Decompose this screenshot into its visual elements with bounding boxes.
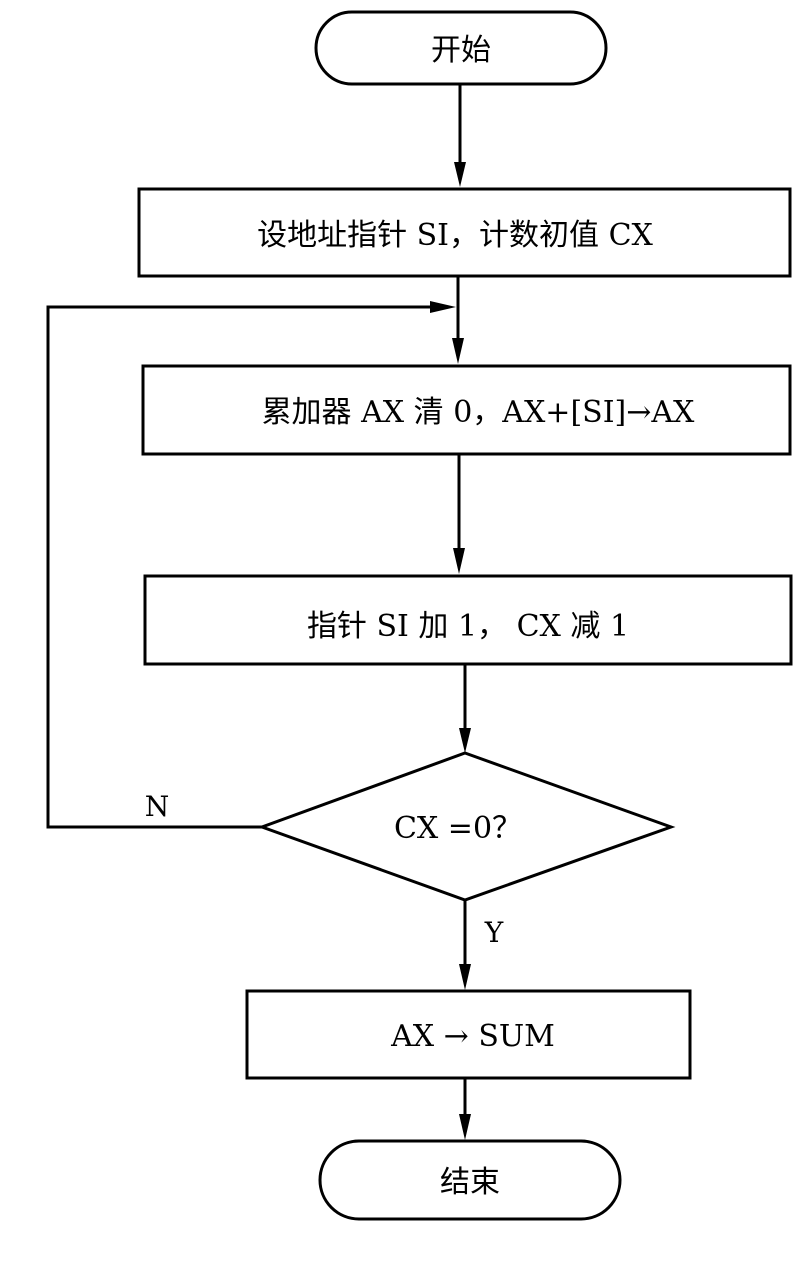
- arrowhead-down-icon: [459, 728, 471, 753]
- edge-accumulate-step: [453, 454, 465, 574]
- edge-init-accumulate: [452, 276, 464, 364]
- step-label: 指针 SI 加 1， CX 减 1: [307, 609, 629, 644]
- arrowhead-right-icon: [430, 301, 456, 313]
- step-process-box: [143, 574, 793, 666]
- arrowhead-down-icon: [459, 1114, 471, 1140]
- accumulate-label: 累加器 AX 清 0，AX+[SI]→AX: [262, 395, 695, 430]
- init-label: 设地址指针 SI，计数初值 CX: [257, 218, 653, 253]
- start-label: 开始: [431, 33, 491, 68]
- branch-label-no: N: [145, 790, 170, 823]
- store-process-box: [245, 989, 692, 1080]
- loop-back-line: [46, 305, 432, 829]
- edge-step-decision: [459, 664, 471, 753]
- arrowhead-down-icon: [452, 338, 464, 364]
- arrowhead-down-icon: [459, 964, 471, 990]
- arrowhead-down-icon: [453, 548, 465, 574]
- decision-label: CX =0？: [394, 811, 522, 846]
- step-node: 指针 SI 加 1， CX 减 1: [143, 574, 793, 666]
- store-label: AX → SUM: [390, 1019, 555, 1054]
- edge-decision-no-loop: N: [46, 301, 456, 829]
- end-terminal-shape: [318, 1139, 622, 1221]
- end-node: 结束: [318, 1139, 622, 1221]
- edge-decision-yes: Y: [459, 900, 504, 990]
- end-label: 结束: [440, 1165, 500, 1200]
- store-node: AX → SUM: [245, 989, 692, 1080]
- init-process-box: [137, 187, 792, 278]
- branch-label-yes: Y: [484, 916, 504, 949]
- init-node: 设地址指针 SI，计数初值 CX: [137, 187, 792, 278]
- edge-start-init: [454, 84, 466, 187]
- arrowhead-down-icon: [454, 162, 466, 187]
- accumulate-node: 累加器 AX 清 0，AX+[SI]→AX: [141, 364, 792, 456]
- edge-store-end: [459, 1078, 471, 1140]
- start-node: 开始: [314, 10, 608, 86]
- accumulate-process-box: [141, 364, 792, 456]
- decision-node: CX =0？: [257, 751, 676, 902]
